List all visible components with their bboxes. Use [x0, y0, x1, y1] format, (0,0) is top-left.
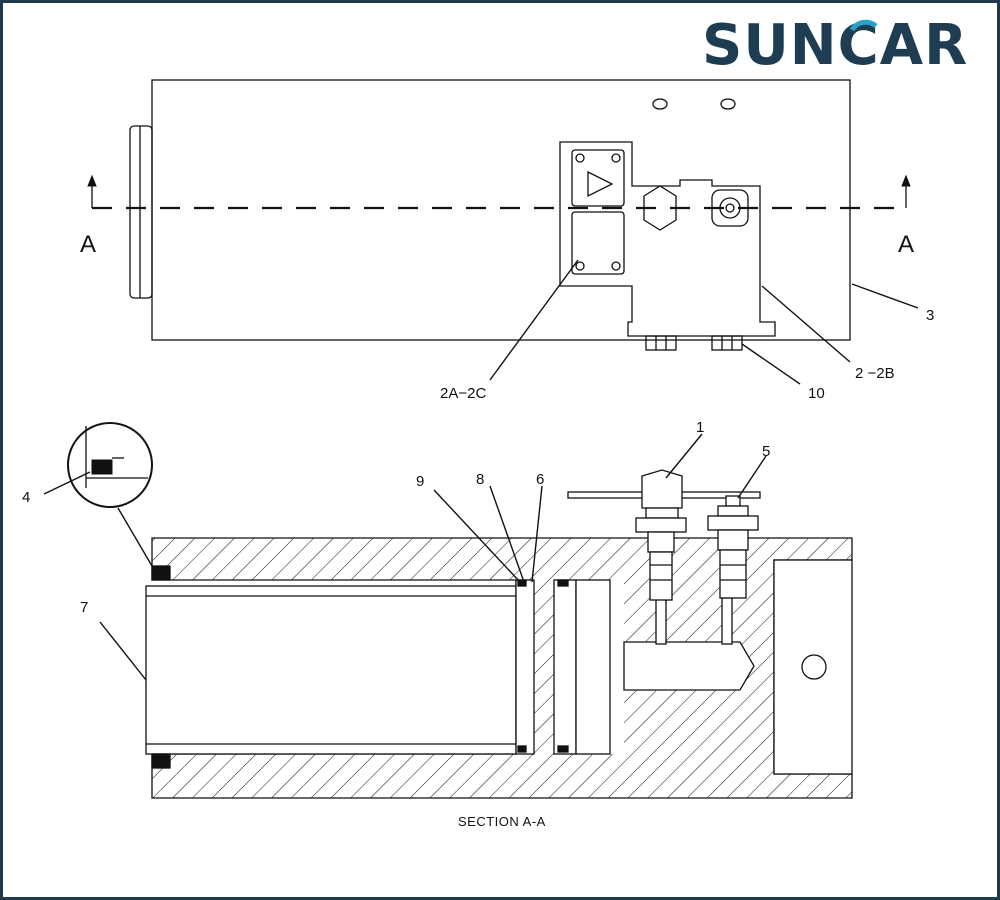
piston-seal-ring-1 [515, 579, 535, 755]
flow-arrow-icon [587, 170, 614, 198]
cover-plate-lower [571, 211, 625, 275]
callout-5: 5 [762, 443, 770, 460]
callout-7: 7 [80, 599, 88, 616]
section-marker-right: A [898, 231, 914, 258]
callout-4: 4 [22, 489, 30, 506]
section-marker-left: A [80, 231, 96, 258]
section-line-a-a [87, 174, 911, 210]
end-seal-top [151, 565, 171, 581]
suncar-logo: SUNCAR [702, 13, 968, 72]
bottom-bolt-1 [645, 335, 677, 351]
piston-rod [145, 585, 517, 755]
piston-head [575, 579, 611, 755]
bolt-hole-2 [720, 98, 736, 110]
logo-arc-icon [849, 19, 878, 32]
cover-plate-upper [571, 149, 625, 207]
port-passage [623, 641, 755, 691]
callout-2-2b: 2 −2B [855, 365, 895, 382]
callout-3: 3 [926, 307, 934, 324]
callout-2a-2c: 2A−2C [440, 385, 486, 402]
fitting-1 [635, 469, 687, 601]
callout-6: 6 [536, 471, 544, 488]
top-leader-lines [489, 259, 919, 385]
bottom-bolt-2 [711, 335, 743, 351]
section-leader-lines [43, 433, 767, 681]
left-end-cap [129, 125, 153, 299]
top-view [129, 79, 851, 351]
fitting-5 [707, 495, 759, 599]
detail-view-circle [67, 422, 153, 508]
logo-text: SUNCAR [702, 13, 968, 72]
valve-block-outline [559, 141, 776, 337]
section-view [145, 469, 853, 799]
cylinder-body-outline [151, 79, 851, 341]
drill-passage-1 [655, 597, 667, 645]
drill-passage-2 [721, 597, 733, 645]
callout-9: 9 [416, 473, 424, 490]
section-title: SECTION A-A [458, 814, 546, 829]
end-seal-bottom [151, 753, 171, 769]
hex-plug [643, 185, 677, 231]
piston-seal-ring-2 [553, 579, 577, 755]
callout-8: 8 [476, 471, 484, 488]
callout-10: 10 [808, 385, 825, 402]
callout-1: 1 [696, 419, 704, 436]
bolt-hole-1 [652, 98, 668, 110]
rod-eye-hole [801, 654, 827, 680]
bore-cavity [610, 580, 624, 754]
